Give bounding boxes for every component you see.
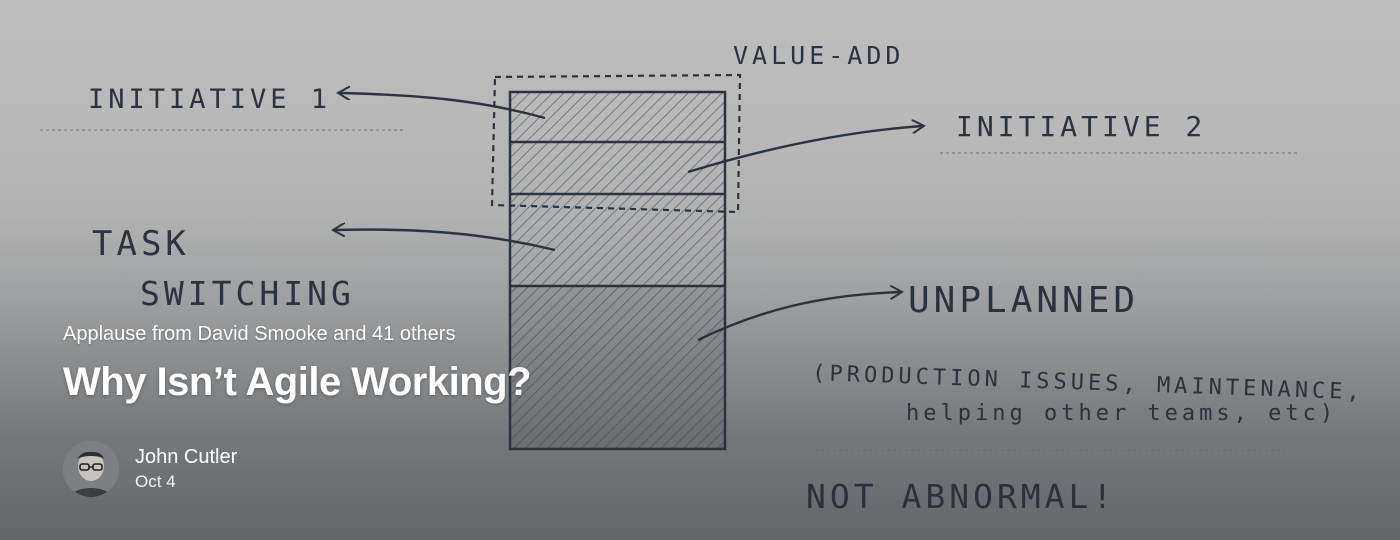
label-initiative1: INITIATIVE 1	[88, 84, 331, 115]
author-avatar[interactable]	[63, 441, 119, 497]
post-date: Oct 4	[135, 472, 176, 491]
label-note-line1: (PRODUCTION ISSUES, MAINTENANCE,	[812, 361, 1364, 405]
arrow-initiative1	[340, 93, 546, 120]
label-initiative2: INITIATIVE 2	[956, 110, 1206, 143]
avatar-portrait-icon	[63, 441, 119, 497]
stack-bar	[508, 90, 727, 451]
label-value-add: VALUE-ADD	[733, 41, 904, 70]
label-switching: SWITCHING	[140, 274, 355, 313]
post-title[interactable]: Why Isn’t Agile Working?	[63, 360, 532, 404]
arrow-unplanned	[697, 292, 900, 342]
applause-text: Applause from David Smooke and 41 others	[63, 323, 456, 345]
stack-segment-unplanned	[511, 287, 724, 448]
author-row: John Cutler Oct 4	[63, 441, 237, 497]
label-unplanned: UNPLANNED	[908, 280, 1139, 321]
label-task: TASK	[92, 224, 190, 264]
arrow-task-switching	[335, 230, 556, 252]
arrow-initiative2	[687, 126, 922, 174]
label-not-abnormal: NOT ABNORMAL!	[806, 477, 1116, 516]
author-name-link[interactable]: John Cutler	[135, 446, 238, 468]
author-meta: John Cutler Oct 4	[135, 444, 237, 494]
label-note-line2: helping other teams, etc)	[906, 401, 1337, 426]
